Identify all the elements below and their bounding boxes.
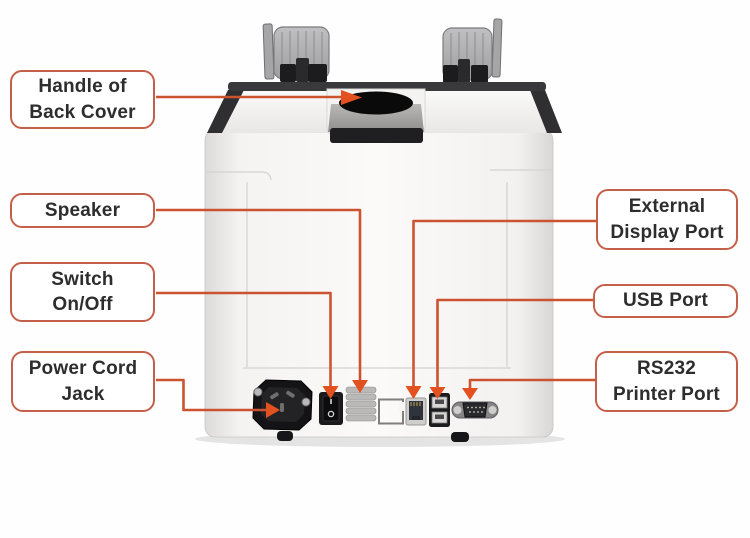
connector-rs232 [468,378,595,389]
arrow-head-external-display [405,386,422,399]
connector-usb [436,298,593,388]
callout-handle-of-back-cover: Handle of Back Cover [10,70,155,129]
hopper-guide-left [262,23,330,82]
arrow-head-handle [341,90,362,105]
hopper-guide-right [442,18,503,83]
back-cover-seams [207,169,553,369]
knockout-cutout [378,398,405,425]
back-cover-handle [326,88,426,143]
external-display-port [405,397,427,426]
power-switch [319,392,343,425]
machine-foot [451,432,469,442]
connector-power [156,378,267,412]
rear-port-panel [252,379,499,442]
callout-switch-on-off: Switch On/Off [10,262,155,322]
connector-speaker [156,208,362,381]
arrow-head-rs232 [462,388,478,400]
callout-external-display-port: External Display Port [596,189,738,250]
callout-usb-port: USB Port [593,284,738,318]
rs232-printer-port [451,401,499,419]
arrow-head-usb [429,387,446,399]
arrow-head-power [266,402,280,418]
callout-power-cord-jack: Power Cord Jack [11,351,155,412]
arrow-head-speaker [352,380,368,393]
connector-switch [156,291,332,387]
arrow-head-switch [322,386,339,399]
connector-external-display [412,219,596,387]
callout-speaker: Speaker [10,193,155,228]
callout-rs232-printer-port: RS232 Printer Port [595,351,738,412]
machine-foot [277,431,293,441]
power-cord-jack [252,379,313,431]
usb-ports [429,393,450,427]
machine-body [204,129,554,438]
speaker-grille [345,386,377,422]
